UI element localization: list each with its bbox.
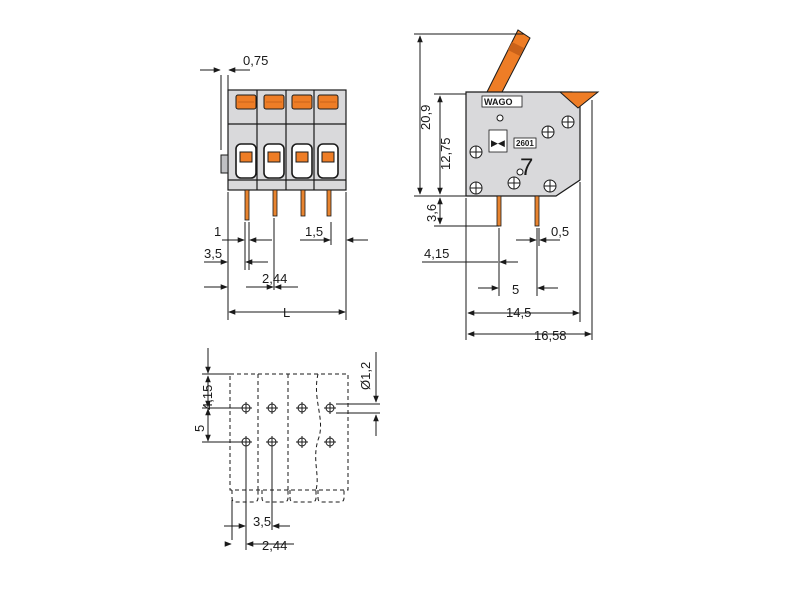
wago-logo: WAGO (484, 97, 513, 107)
svg-text:7: 7 (520, 154, 533, 181)
part-number: 2601 (516, 139, 534, 148)
side-view: WAGO ▶◀ 2601 7 20,9 12,75 3 (414, 29, 600, 343)
side-mounting-marks (469, 114, 575, 195)
dim-pitch-side: 3,5 (204, 246, 222, 261)
side-pin-2 (534, 195, 540, 227)
dim-body-width: 14,5 (506, 305, 531, 320)
dim-row-offset: 4,15 (200, 385, 215, 410)
lever-arm (486, 29, 531, 97)
side-latch (220, 154, 229, 174)
side-tab (558, 91, 600, 109)
front-pins (244, 189, 332, 221)
front-view: 0,75 1 1,5 3,5 2,44 L (200, 53, 368, 320)
dim-pin-offset: 1,5 (305, 224, 323, 239)
dim-overall-width: 16,58 (534, 328, 567, 343)
dim-length: L (283, 305, 290, 320)
dim-pin-spacing: 5 (512, 282, 519, 297)
footprint-holes (240, 402, 336, 448)
footprint-view: 4,15 5 Ø1,2 3,5 2,44 (192, 348, 380, 553)
dim-pitch: 2,44 (262, 271, 287, 286)
dim-pitch-side-footprint: 3,5 (253, 514, 271, 529)
dim-row-spacing: 5 (192, 425, 207, 432)
dim-pin-offset-side: 4,15 (424, 246, 449, 261)
dim-hole-diameter: Ø1,2 (358, 362, 373, 390)
svg-text:▶◀: ▶◀ (491, 138, 505, 148)
dim-pitch-footprint: 2,44 (262, 538, 287, 553)
dim-gap: 0,75 (243, 53, 268, 68)
dim-pin-width-side: 0,5 (551, 224, 569, 239)
dim-height-body: 12,75 (438, 137, 453, 170)
dim-pin-width: 1 (214, 224, 221, 239)
front-wire-entries (235, 143, 339, 179)
dim-height-total: 20,9 (418, 105, 433, 130)
side-pin-1 (496, 195, 502, 227)
dim-pin-length: 3,6 (424, 204, 439, 222)
footprint-tabs (231, 490, 345, 503)
front-levers (235, 94, 339, 110)
